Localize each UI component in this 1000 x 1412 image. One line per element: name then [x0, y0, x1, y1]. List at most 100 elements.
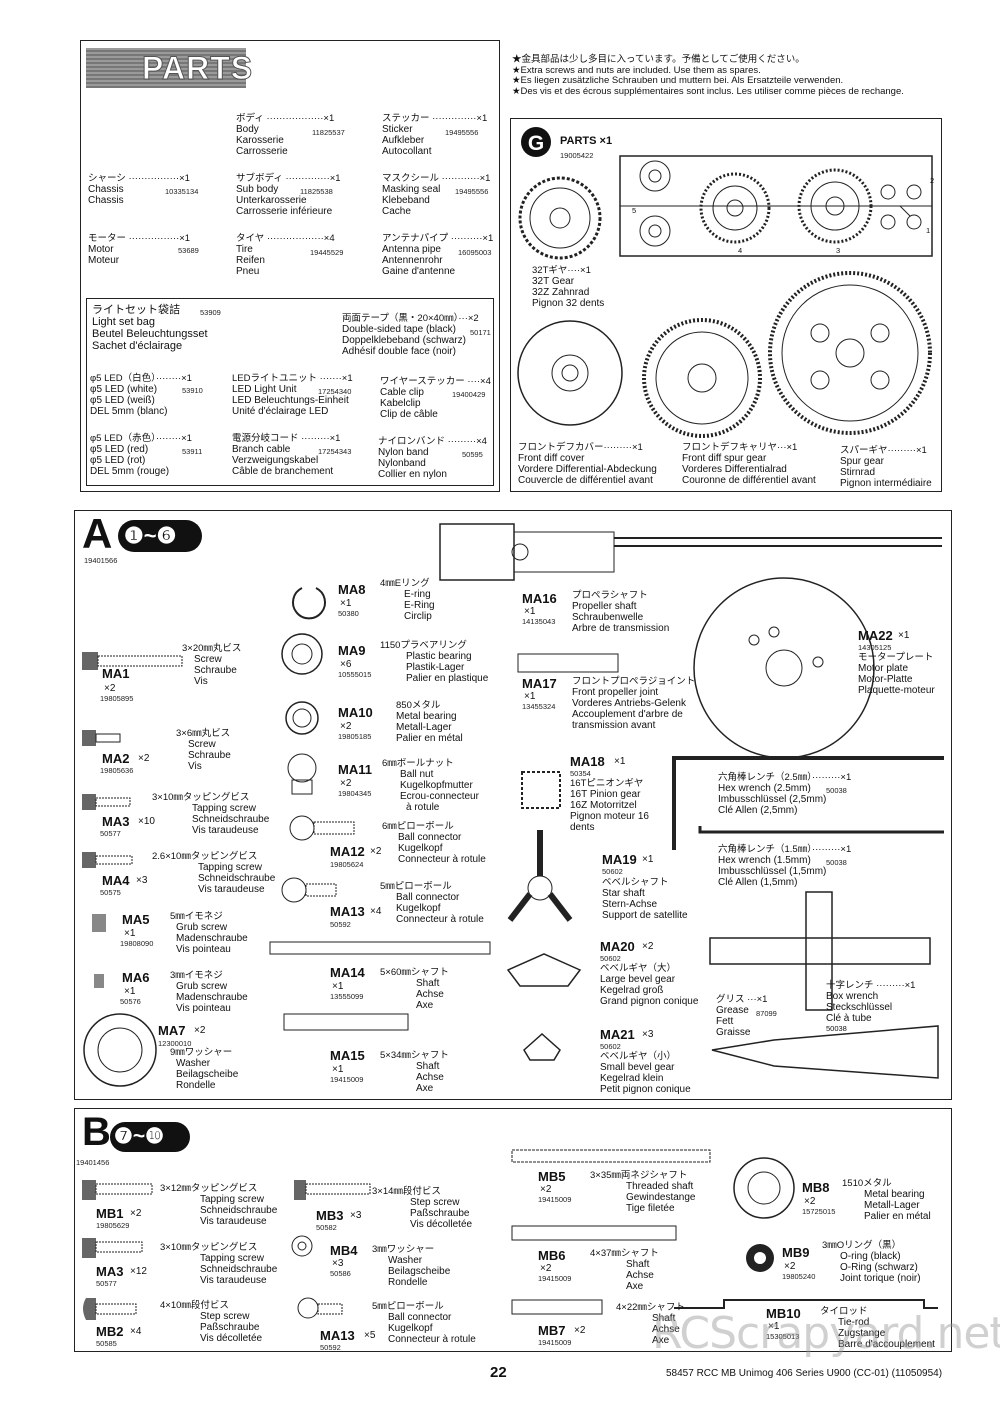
bag-a-items-ma18-jp: 16Tピニオンギヤ [570, 778, 644, 789]
bag-a-items-ma9-id: MA9 [338, 643, 366, 658]
header-notes-0: ★金具部品は少し多目に入っています。予備としてご使用ください。 [512, 54, 805, 65]
g-parts-front-diff-carrier-jp: フロントデフキャリヤ···×1 [682, 442, 798, 453]
parts-tire-lines-2: Pneu [236, 266, 260, 277]
parts-branch-lines-1: Verzweigungskabel [232, 455, 319, 466]
bag-b-items-mb3-code: 50582 [316, 1223, 337, 1232]
bag-b-items-mb2-jp: 4×10㎜段付ビス [160, 1300, 229, 1311]
parts-led-unit-lines-2: Unité d'éclairage LED [232, 406, 329, 417]
bag-a-items-ma5-jp: 5㎜イモネジ [170, 911, 223, 922]
bag-b-items-mb3a-lines-1: Schneidschraube [200, 1264, 278, 1275]
bag-b-items-mb4-qty: ×3 [332, 1258, 344, 1269]
bag-a-items-ma4-qty: ×3 [136, 875, 148, 886]
bag-b-items-mb6-lines-1: Achse [626, 1270, 654, 1281]
bag-a-items-ma13-id: MA13 [330, 904, 365, 919]
bag-a-items-ma12-code: 19805624 [330, 860, 364, 869]
g-parts-front-diff-cover-jp: フロントデフカバー·········×1 [518, 442, 643, 453]
hex-wrench-25-code: 50038 [826, 786, 847, 795]
footer-reference: 58457 RCC MB Unimog 406 Series U900 (CC-… [666, 1368, 943, 1379]
bag-b-items-mb6-jp: 4×37㎜シャフト [590, 1248, 659, 1259]
bag-b-items-mb10-lines-2: Barre d'accouplement [838, 1339, 935, 1350]
bag-a-letter: A [82, 510, 113, 557]
bag-a-items-ma9-jp: 1150プラベアリング [380, 640, 467, 651]
parts-subbody-lines-2: Carrosserie inférieure [236, 206, 333, 217]
bag-b-items-mb4-lines-1: Beilagscheibe [388, 1266, 451, 1277]
parts-lightset-lines-1: Beutel Beleuchtungsset [92, 328, 208, 340]
bag-a-items-ma20-lines-2: Grand pignon conique [600, 996, 699, 1007]
g-parts-spur-lines-0: Spur gear [840, 456, 884, 467]
bag-a-items-box-lines-0: Box wrench [826, 991, 879, 1002]
bag-a-items-ma15-code: 19415009 [330, 1075, 364, 1084]
part-led-red-code: 53911 [182, 447, 203, 456]
bag-a-items-box-lines-1: Steckschlüssel [826, 1002, 893, 1013]
bag-a-items-ma15-qty: ×1 [332, 1064, 344, 1075]
part-sticker-code: 19495556 [445, 128, 479, 137]
bag-a-items-ma15-lines-1: Achse [416, 1072, 444, 1083]
bag-a-items-ma3-lines-0: Tapping screw [192, 803, 256, 814]
bag-b-items-mb4-id: MB4 [330, 1243, 358, 1258]
g-num-2: 2 [930, 176, 935, 185]
bag-b-items-mb3a-code: 50577 [96, 1279, 117, 1288]
g-parts-gear32-lines-2: Pignon 32 dents [532, 298, 605, 309]
bag-a-items-ma20-lines-1: Kegelrad groß [600, 985, 664, 996]
bag-b-items-mb4-code: 50586 [330, 1269, 351, 1278]
parts-title: PARTS [141, 50, 254, 87]
bag-b-items-mb3-lines-0: Step screw [410, 1197, 460, 1208]
bag-a-items-ma6-code: 50576 [120, 997, 141, 1006]
parts-tire-lines-1: Reifen [236, 255, 265, 266]
watermark: RCScrapyard.net [652, 1308, 1000, 1359]
bag-b-items-mb1-id: MB1 [96, 1206, 124, 1221]
bag-b-items-ma13b-lines-0: Ball connector [388, 1312, 452, 1323]
bag-b-items-mb4-lines-2: Rondelle [388, 1277, 428, 1288]
parts-nylon-jp: ナイロンバンド ·········×4 [378, 436, 487, 447]
bag-b-items-mb7-lines-1: Achse [652, 1324, 680, 1335]
bag-a-items-hex25-jp: 六角棒レンチ（2.5㎜）·········×1 [718, 772, 852, 783]
parts-subbody-lines-0: Sub body [236, 184, 279, 195]
bag-a-items-ma4-jp: 2.6×10㎜タッピングビス [152, 851, 258, 862]
bag-a-items-ma8-qty: ×1 [340, 598, 352, 609]
g-parts-front-diff-carrier-lines-0: Front diff spur gear [682, 453, 767, 464]
parts-title-banner [86, 48, 246, 88]
part-description: 3㎜Oリング（黒）O-ring (black)O-Ring (schwarz)J… [822, 1240, 921, 1284]
bag-a-items-ma21-id: MA21 [600, 1027, 635, 1042]
bag-a-items-ma15-lines-2: Axe [416, 1083, 434, 1094]
bag-a-items-ma8-code: 50380 [338, 609, 359, 618]
bag-a-items-ma17-lines-0: Front propeller joint [572, 687, 659, 698]
g-parts-code: 19005422 [560, 151, 594, 160]
bag-a-items-ma11-lines-0: Ball nut [400, 769, 434, 780]
parts-led-white-lines-1: φ5 LED (weiß) [90, 395, 155, 406]
parts-wire-sticker-jp: ワイヤーステッカー ····×4 [380, 376, 491, 387]
bag-a-items-ma10-lines-1: Metall-Lager [396, 722, 452, 733]
bag-a-items-ma6-lines-2: Vis pointeau [176, 1003, 231, 1014]
bag-a-items-ma17-id: MA17 [522, 676, 557, 691]
bag-a-items-ma6-jp: 3㎜イモネジ [170, 970, 223, 981]
bag-b-box [74, 1108, 952, 1352]
g-parts-front-diff-carrier-lines-1: Vorderes Differentialrad [682, 464, 787, 475]
parts-masking-lines-0: Masking seal [382, 184, 441, 195]
bag-a-items-ma12-lines-0: Ball connector [398, 832, 462, 843]
parts-tape-jp: 両面テープ（黒・20×40㎜）···×2 [342, 313, 479, 324]
parts-led-red-jp: φ5 LED（赤色）········×1 [90, 433, 192, 444]
parts-branch-jp: 電源分岐コード ·········×1 [232, 433, 341, 444]
parts-tape-lines-1: Doppelklebeband (schwarz) [342, 335, 466, 346]
bag-a-items-ma16-lines-1: Schraubenwelle [572, 612, 644, 623]
bag-a-items-ma16-jp: プロペラシャフト [572, 590, 648, 601]
bag-b-items-mb3-lines-1: Paßschraube [410, 1208, 470, 1219]
bag-a-items-ma18-qty: ×1 [614, 756, 626, 767]
bag-b-items-mb7-code: 19415009 [538, 1338, 572, 1347]
light-set-box [86, 298, 494, 486]
parts-motor-lines-1: Moteur [88, 255, 120, 266]
bag-b-items-mb5-qty: ×2 [540, 1184, 552, 1195]
